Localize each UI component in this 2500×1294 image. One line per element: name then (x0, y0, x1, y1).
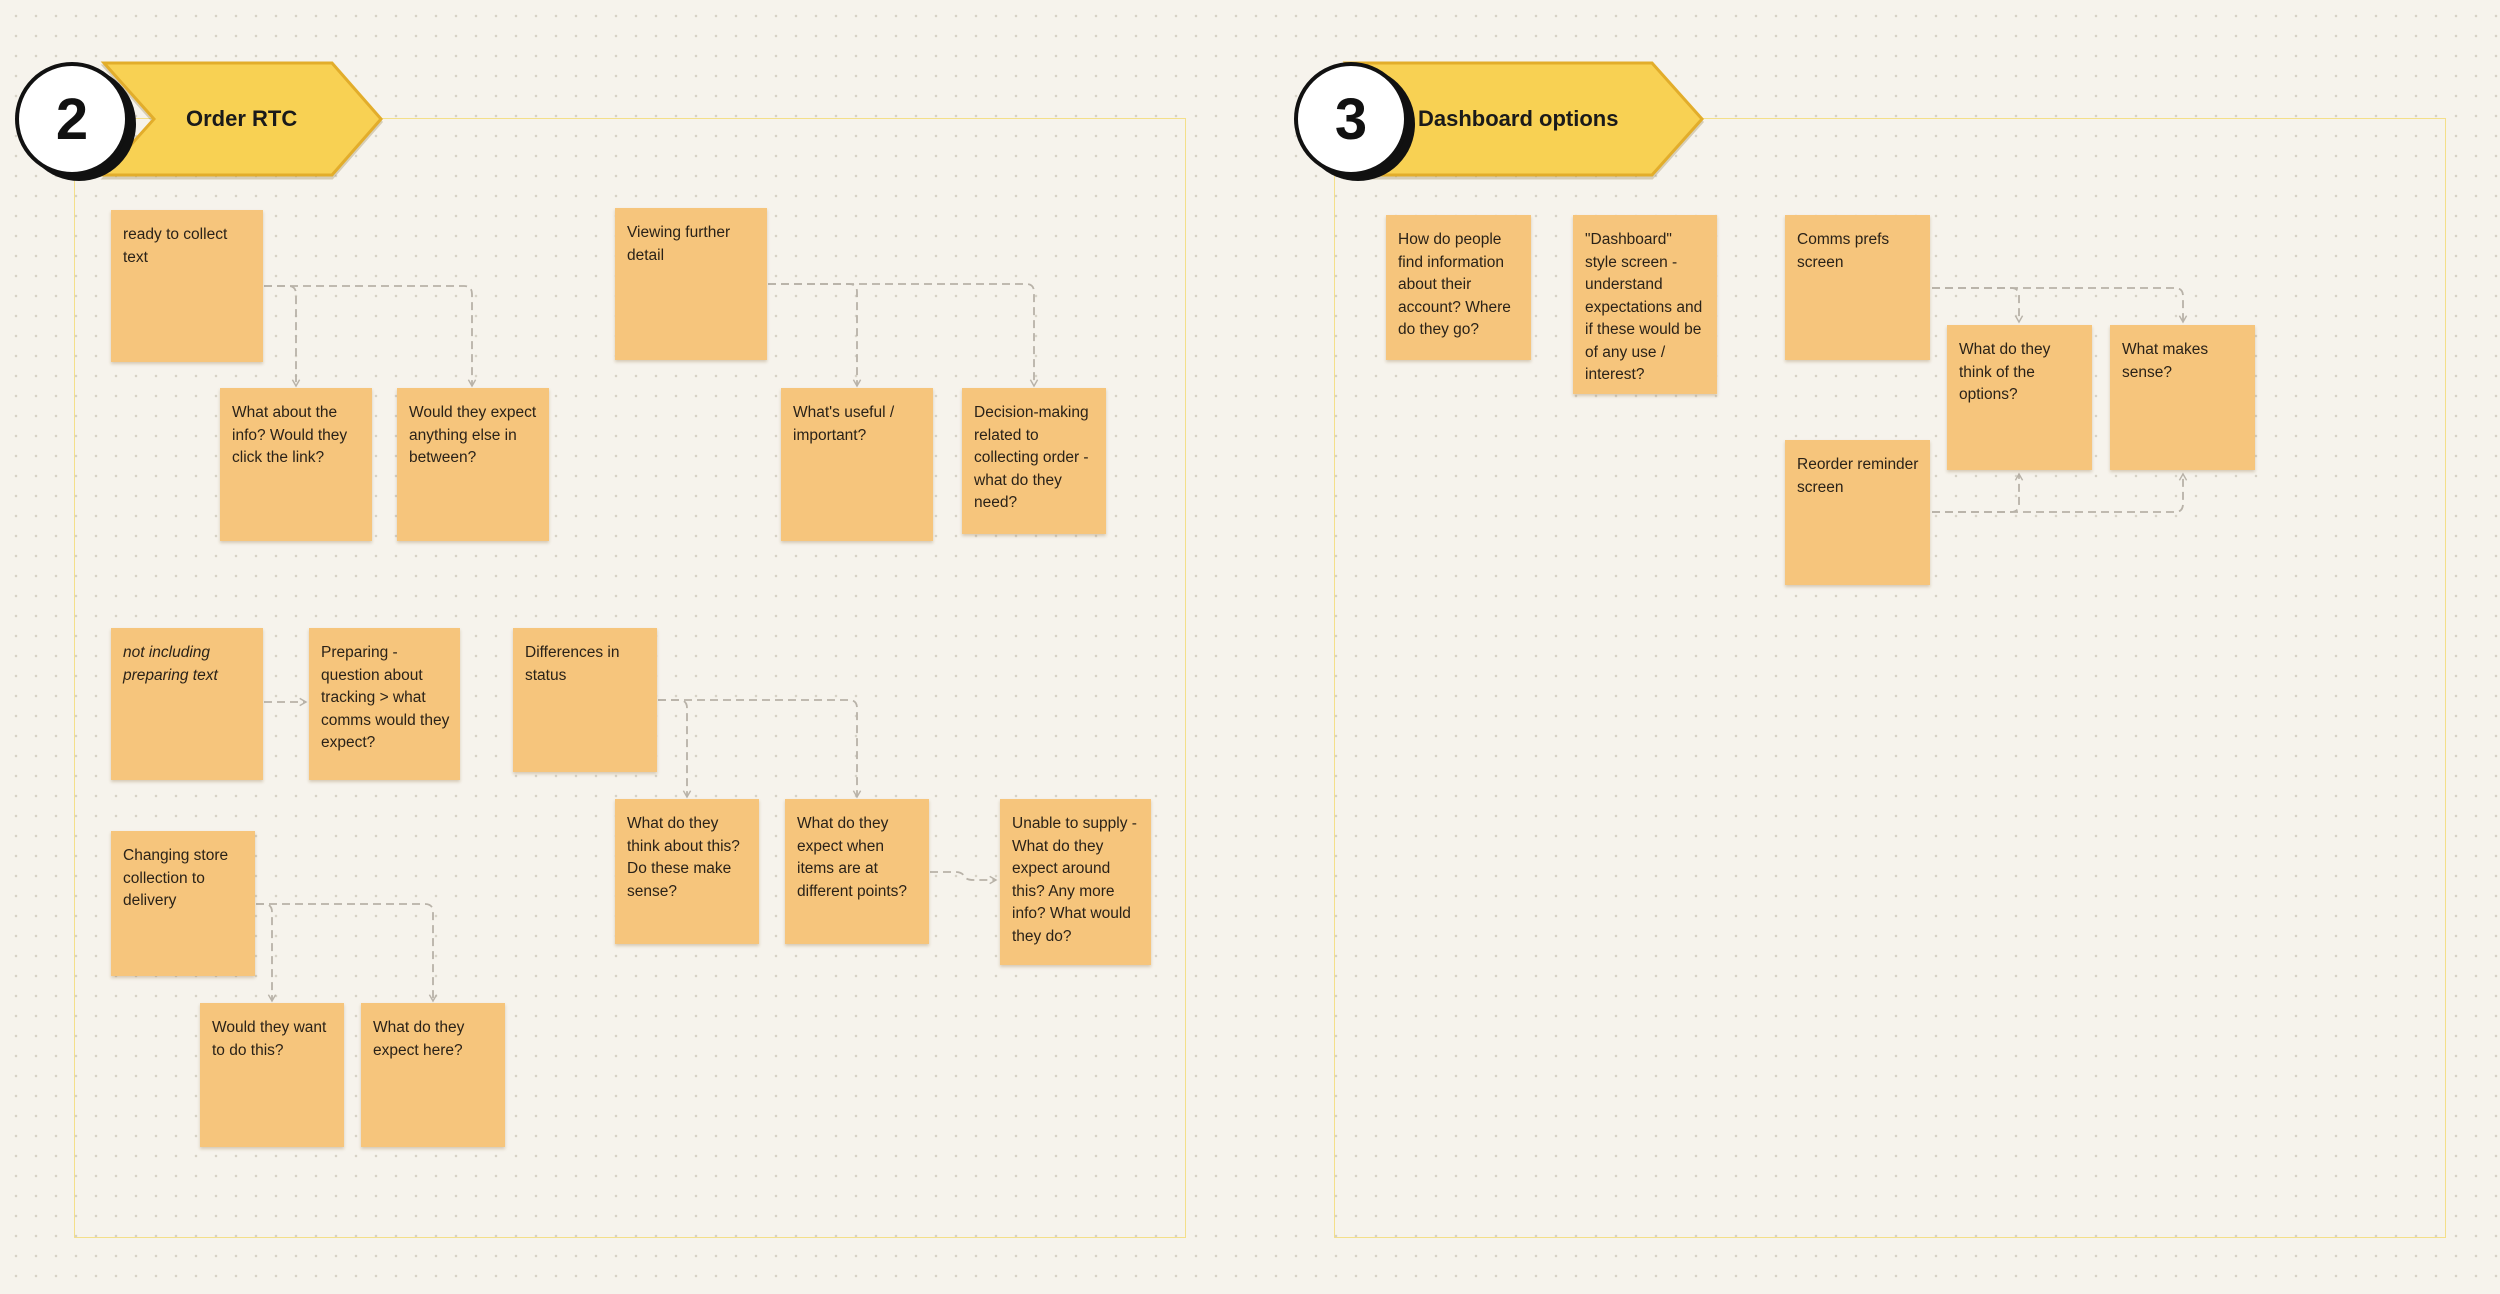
sticky-info-link[interactable]: What about the info? Would they click th… (220, 388, 372, 541)
sticky-decision-making[interactable]: Decision-making related to collecting or… (962, 388, 1106, 534)
sticky-comms-prefs[interactable]: Comms prefs screen (1785, 215, 1930, 360)
sticky-expect-between[interactable]: Would they expect anything else in betwe… (397, 388, 549, 541)
sticky-expect-here[interactable]: What do they expect here? (361, 1003, 505, 1147)
section-2-frame (74, 118, 1186, 1238)
sticky-want-to-do[interactable]: Would they want to do this? (200, 1003, 344, 1147)
sticky-ready-to-collect[interactable]: ready to collect text (111, 210, 263, 362)
sticky-think-options[interactable]: What do they think of the options? (1947, 325, 2092, 470)
sticky-dashboard-style[interactable]: "Dashboard" style screen - understand ex… (1573, 215, 1717, 394)
sticky-think-about[interactable]: What do they think about this? Do these … (615, 799, 759, 944)
section-3-number-badge: 3 (1294, 62, 1408, 176)
sticky-differences[interactable]: Differences in status (513, 628, 657, 772)
sticky-unable-supply[interactable]: Unable to supply - What do they expect a… (1000, 799, 1151, 965)
sticky-find-info[interactable]: How do people find information about the… (1386, 215, 1531, 360)
section-3-title: Dashboard options (1418, 106, 1619, 131)
sticky-useful[interactable]: What's useful / important? (781, 388, 933, 541)
section-2-banner: Order RTC (100, 60, 384, 178)
sticky-viewing-detail[interactable]: Viewing further detail (615, 208, 767, 360)
section-2-title: Order RTC (186, 106, 298, 131)
section-3-frame (1334, 118, 2446, 1238)
sticky-reorder-reminder[interactable]: Reorder reminder screen (1785, 440, 1930, 585)
section-2-number-badge: 2 (15, 62, 129, 176)
sticky-preparing[interactable]: Preparing - question about tracking > wh… (309, 628, 460, 780)
sticky-makes-sense[interactable]: What makes sense? (2110, 325, 2255, 470)
sticky-not-including[interactable]: not including preparing text (111, 628, 263, 780)
sticky-expect-points[interactable]: What do they expect when items are at di… (785, 799, 929, 944)
sticky-changing-store[interactable]: Changing store collection to delivery (111, 831, 255, 976)
